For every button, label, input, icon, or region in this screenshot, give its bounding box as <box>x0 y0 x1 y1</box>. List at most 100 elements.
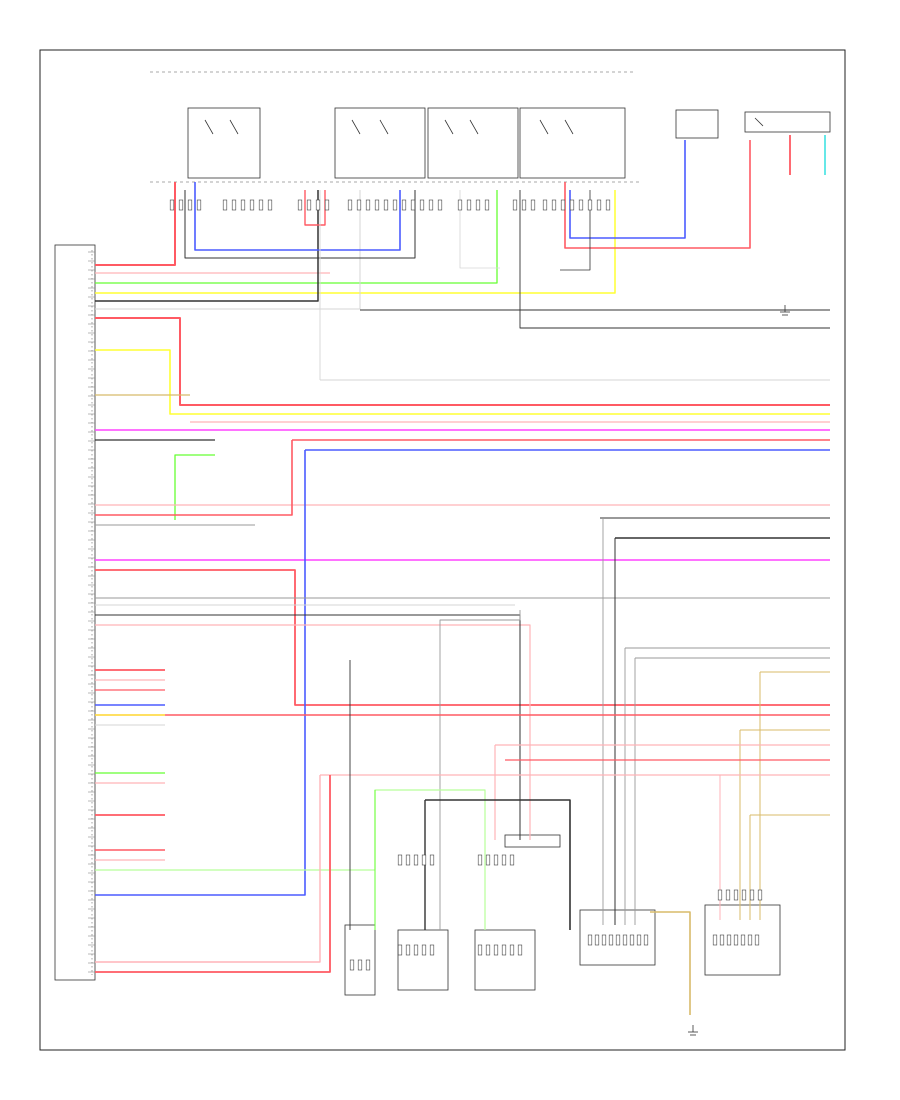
wire-35 <box>739 729 830 920</box>
pins-top-2-1 <box>222 199 228 211</box>
pins-top-7-1 <box>512 199 518 211</box>
pins-top-8-2 <box>551 199 557 211</box>
fuse-box-upper <box>675 109 719 139</box>
relay-box-2 <box>334 107 426 179</box>
wire-08 <box>95 349 830 415</box>
wire-70 <box>519 190 830 329</box>
ground-symbol <box>780 305 790 316</box>
pins-top-8-5 <box>578 199 584 211</box>
component-a <box>344 924 376 996</box>
diagram-frame <box>39 49 846 1051</box>
pins-bot-3-3 <box>493 944 499 956</box>
pins-top-2-5 <box>258 199 264 211</box>
component-e <box>704 904 781 976</box>
pins-bot-5-7 <box>754 934 760 946</box>
component-b <box>397 929 449 991</box>
pins-top-7-3 <box>530 199 536 211</box>
relay-box-4 <box>519 107 626 179</box>
pins-top-6-4 <box>484 199 490 211</box>
pins-mid-2-4 <box>501 854 507 866</box>
pins-top-1-1 <box>169 199 175 211</box>
pins-bot-4-2 <box>594 934 600 946</box>
wire-60 <box>564 140 751 249</box>
component-d <box>579 909 656 966</box>
pins-bot-3-2 <box>485 944 491 956</box>
pin-group <box>88 199 763 973</box>
pins-mid-1-1 <box>397 854 403 866</box>
pins-top-5-4 <box>419 199 425 211</box>
wire-55 <box>95 775 331 973</box>
pins-top-8-8 <box>605 199 611 211</box>
wire-20 <box>95 569 830 706</box>
pins-bot-5-2 <box>719 934 725 946</box>
pins-bot-2-2 <box>405 944 411 956</box>
pins-bot-4-1 <box>587 934 593 946</box>
pins-bot-1-3 <box>365 959 371 971</box>
pins-top-6-2 <box>466 199 472 211</box>
pins-bot-3-5 <box>509 944 515 956</box>
relay-switches <box>204 117 764 135</box>
wire-03 <box>95 190 498 284</box>
pins-mid-2-5 <box>509 854 515 866</box>
ground-symbol-bottom <box>688 1025 698 1036</box>
bottom-connector-strip <box>504 834 561 848</box>
pins-top-8-1 <box>542 199 548 211</box>
pins-top-4-5 <box>383 199 389 211</box>
pins-top-7-2 <box>521 199 527 211</box>
wire-24 <box>95 624 531 840</box>
pins-bot-2-3 <box>413 944 419 956</box>
wire-57 <box>425 799 571 930</box>
wire-71 <box>459 190 500 269</box>
pins-bot-4-4 <box>608 934 614 946</box>
pins-mid-2-2 <box>485 854 491 866</box>
pins-top-5-3 <box>410 199 416 211</box>
wire-54 <box>95 775 321 963</box>
wire-15 <box>174 454 215 520</box>
pins-top-3-1 <box>297 199 303 211</box>
pins-top-5-5 <box>428 199 434 211</box>
pins-bot-6-6 <box>757 889 763 901</box>
pins-top-5-1 <box>392 199 398 211</box>
pins-top-6-1 <box>457 199 463 211</box>
pins-top-5-6 <box>437 199 443 211</box>
wire-32 <box>634 657 830 925</box>
pins-top-8-7 <box>596 199 602 211</box>
pins-bot-1-1 <box>349 959 355 971</box>
pins-bot-4-5 <box>615 934 621 946</box>
pins-bot-4-9 <box>643 934 649 946</box>
pins-top-1-2 <box>178 199 184 211</box>
component-c <box>474 929 536 991</box>
pins-bot-3-4 <box>501 944 507 956</box>
pins-top-3-2 <box>306 199 312 211</box>
pins-bot-6-3 <box>733 889 739 901</box>
pins-bot-6-2 <box>725 889 731 901</box>
pins-bot-4-7 <box>629 934 635 946</box>
pins-top-6-3 <box>475 199 481 211</box>
pins-top-8-3 <box>560 199 566 211</box>
pins-top-2-3 <box>240 199 246 211</box>
pins-mid-2-1 <box>477 854 483 866</box>
pins-bot-6-4 <box>741 889 747 901</box>
pins-bot-3-1 <box>477 944 483 956</box>
fuse-box-right <box>744 111 831 133</box>
pins-top-4-2 <box>356 199 362 211</box>
pins-bot-6-1 <box>717 889 723 901</box>
pins-top-4-1 <box>347 199 353 211</box>
pins-bot-5-3 <box>726 934 732 946</box>
wire-59 <box>650 911 691 1015</box>
pins-top-1-4 <box>196 199 202 211</box>
ecu-block <box>54 244 96 981</box>
pins-top-8-4 <box>569 199 575 211</box>
pins-bot-2-4 <box>421 944 427 956</box>
pins-top-2-2 <box>231 199 237 211</box>
pins-top-4-4 <box>374 199 380 211</box>
pins-top-1-3 <box>187 199 193 211</box>
relay-box-3 <box>427 107 519 179</box>
pins-top-5-2 <box>401 199 407 211</box>
wire-group <box>95 135 830 1015</box>
pins-bot-2-5 <box>429 944 435 956</box>
pins-bot-1-2 <box>357 959 363 971</box>
wire-26 <box>439 610 521 930</box>
